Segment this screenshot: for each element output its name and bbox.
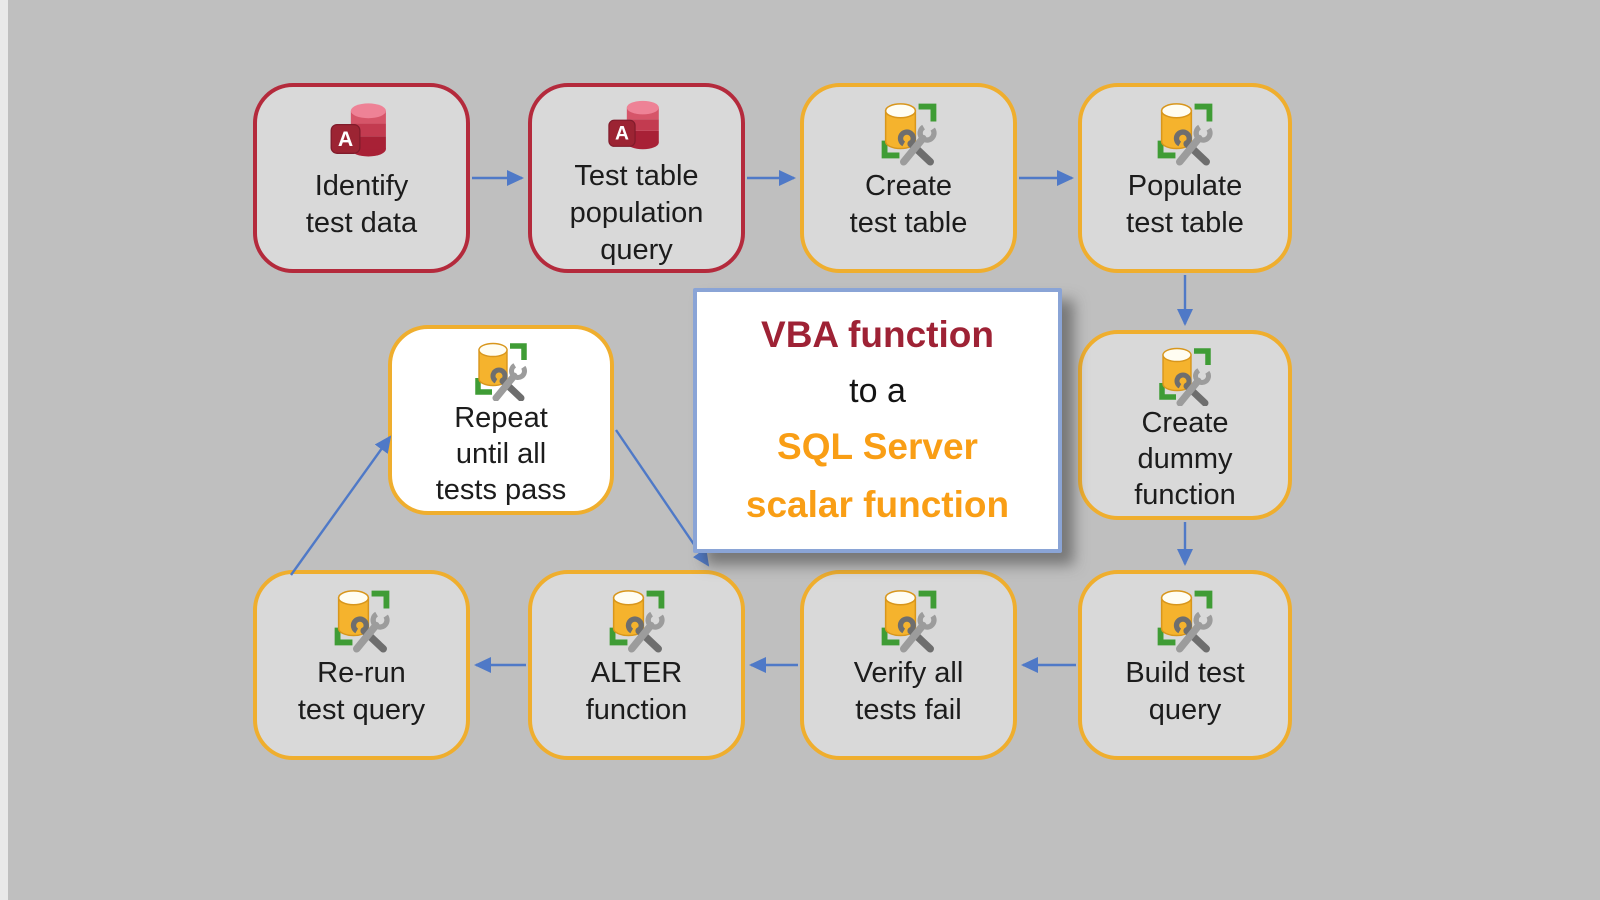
node-label-line: function [1134,479,1236,511]
title-line-vba-function: VBA function [761,314,994,356]
title-card: VBA function to a SQL Server scalar func… [693,288,1062,553]
title-line-scalar-function: scalar function [745,484,1010,526]
node-label-line: query [1148,694,1222,726]
node-verify-all-tests-fail: Verify all tests fail [800,570,1017,760]
node-label: Repeat until all tests pass [436,400,567,508]
node-repeat-until-all-tests-pass: Repeat until all tests pass [388,325,614,515]
node-label-line: test data [305,207,418,239]
node-label: Create dummy function [1134,405,1236,513]
sql-database-tools-icon [603,582,671,654]
node-label-line: Repeat [454,402,548,434]
node-label-line: query [600,234,673,266]
node-create-test-table: Create test table [800,83,1017,273]
node-label-line: function [585,694,688,726]
node-label-line: dummy [1137,443,1233,475]
node-label-line: test table [849,207,968,239]
node-create-dummy-function: Create dummy function [1078,330,1292,520]
node-label-line: population [569,197,704,229]
arrow-re-run-to-repeat [290,435,392,576]
node-label-line: Re-run [317,657,406,689]
node-label-line: Create [864,170,953,202]
node-test-table-population-query: Test table population query [528,83,745,273]
node-label-line: Create [1141,407,1229,439]
node-label-line: test table [1126,207,1244,239]
node-label-line: Identify [314,170,409,202]
node-label-line: Test table [574,160,699,192]
sql-database-tools-icon [875,582,943,654]
sql-database-tools-icon [1151,342,1219,406]
title-line-sql-server: SQL Server [777,426,978,468]
access-database-icon [603,95,671,157]
title-line-to-a: to a [849,371,906,410]
node-label-line: test query [297,694,426,726]
left-edge-strip [0,0,8,900]
node-label-line: Build test [1125,657,1245,689]
sql-database-tools-icon [1151,582,1219,654]
node-populate-test-table: Populate test table [1078,83,1292,273]
node-label: ALTER function [586,655,688,729]
node-label: Verify all tests fail [854,655,964,729]
node-label: Build test query [1125,655,1244,729]
sql-database-tools-icon [1151,95,1219,167]
node-alter-function: ALTER function [528,570,745,760]
node-label: Identify test data [306,168,417,242]
access-database-icon [328,95,396,167]
node-label: Create test table [850,168,968,242]
node-identify-test-data: Identify test data [253,83,470,273]
node-label-line: until all [455,438,547,470]
node-build-test-query: Build test query [1078,570,1292,760]
node-label-line: Verify all [853,657,964,689]
sql-database-tools-icon [467,337,535,401]
sql-database-tools-icon [328,582,396,654]
node-label: Test table population query [570,158,704,269]
node-label-line: tests fail [855,694,962,726]
node-label: Populate test table [1126,168,1244,242]
node-label-line: Populate [1127,170,1243,202]
node-label-line: tests pass [435,474,567,506]
node-label-line: ALTER [590,657,683,689]
node-label: Re-run test query [298,655,425,729]
node-re-run-test-query: Re-run test query [253,570,470,760]
sql-database-tools-icon [875,95,943,167]
